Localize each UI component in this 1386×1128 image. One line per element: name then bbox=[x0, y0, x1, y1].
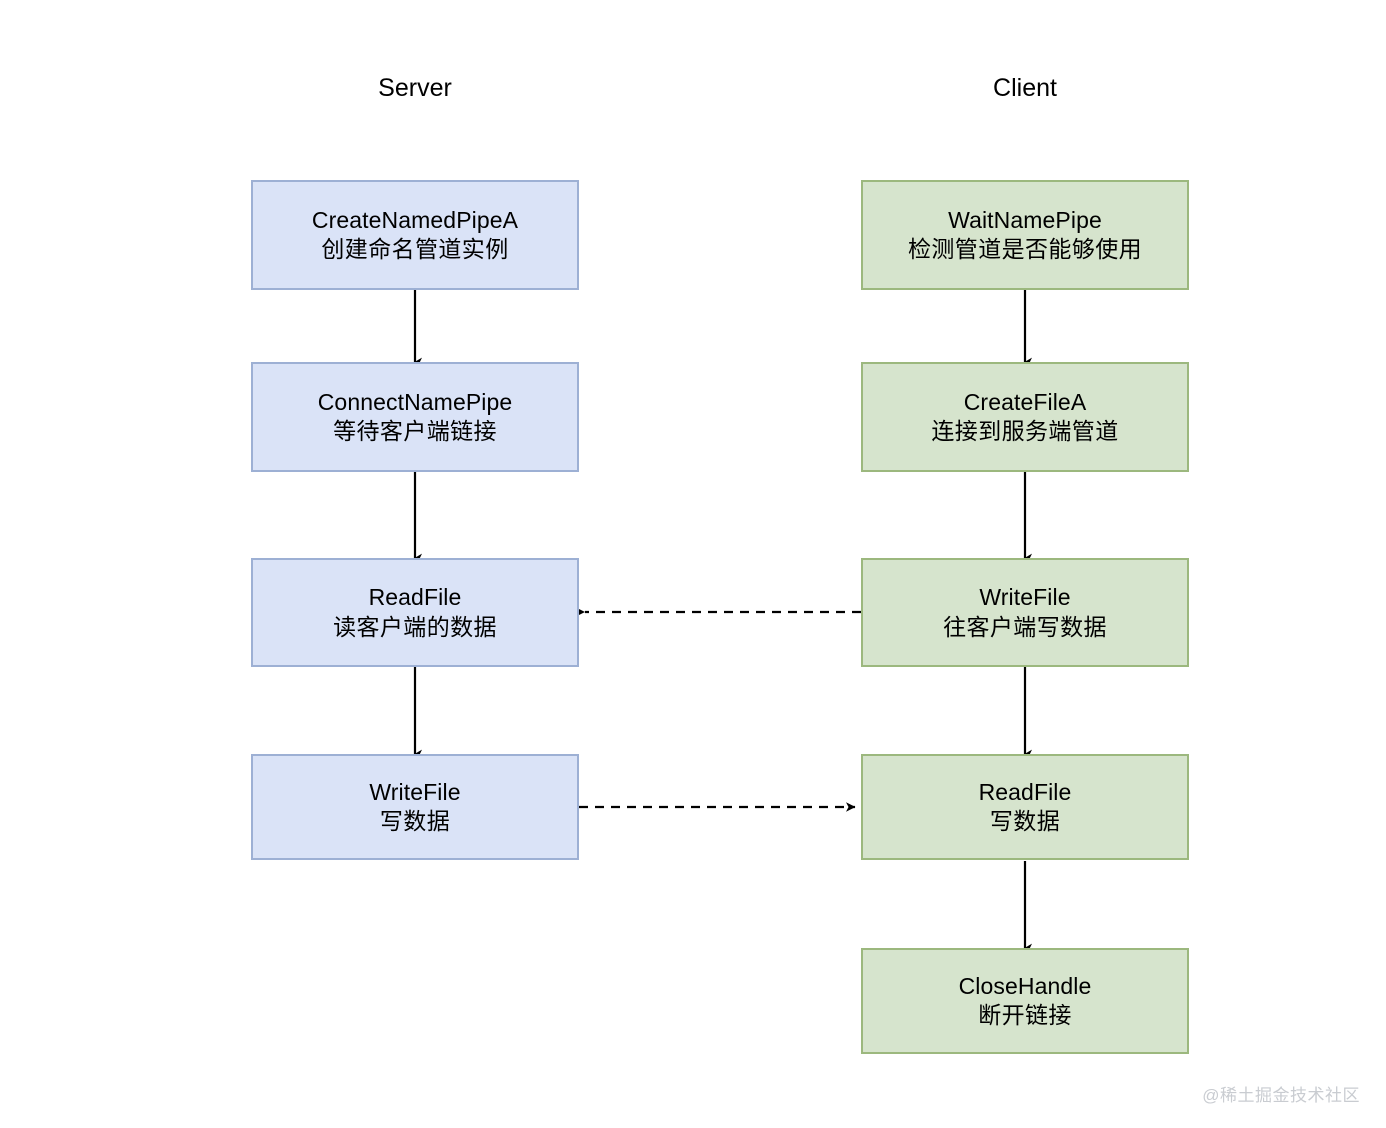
node-client-close-handle[interactable]: CloseHandle 断开链接 bbox=[861, 948, 1189, 1054]
node-function-name: ReadFile bbox=[978, 778, 1072, 805]
node-function-name: CreateFileA bbox=[963, 388, 1087, 415]
node-function-name: WriteFile bbox=[369, 778, 461, 805]
watermark: @稀土掘金技术社区 bbox=[1202, 1086, 1360, 1105]
node-function-name: ReadFile bbox=[368, 584, 462, 611]
node-description: 检测管道是否能够使用 bbox=[908, 236, 1142, 262]
node-server-write-file[interactable]: WriteFile 写数据 bbox=[251, 754, 579, 860]
node-function-name: WaitNamePipe bbox=[948, 206, 1102, 233]
node-server-create-named-pipe[interactable]: CreateNamedPipeA 创建命名管道实例 bbox=[251, 180, 579, 290]
node-description: 断开链接 bbox=[978, 1002, 1072, 1028]
node-function-name: CloseHandle bbox=[958, 972, 1092, 999]
column-title-server: Server bbox=[378, 74, 452, 102]
node-function-name: ConnectNamePipe bbox=[317, 388, 513, 415]
node-client-write-file[interactable]: WriteFile 往客户端写数据 bbox=[861, 558, 1189, 667]
node-client-create-file[interactable]: CreateFileA 连接到服务端管道 bbox=[861, 362, 1189, 472]
column-title-client: Client bbox=[993, 74, 1057, 102]
node-client-wait-name-pipe[interactable]: WaitNamePipe 检测管道是否能够使用 bbox=[861, 180, 1189, 290]
node-description: 连接到服务端管道 bbox=[931, 418, 1119, 444]
node-description: 往客户端写数据 bbox=[943, 613, 1107, 640]
node-description: 等待客户端链接 bbox=[333, 418, 497, 444]
node-client-read-file[interactable]: ReadFile 写数据 bbox=[861, 754, 1189, 860]
node-description: 创建命名管道实例 bbox=[321, 236, 509, 262]
node-description: 写数据 bbox=[989, 808, 1061, 834]
node-server-read-file[interactable]: ReadFile 读客户端的数据 bbox=[251, 558, 579, 667]
node-description: 读客户端的数据 bbox=[333, 613, 497, 640]
node-function-name: WriteFile bbox=[979, 584, 1071, 611]
node-description: 写数据 bbox=[379, 808, 451, 834]
node-function-name: CreateNamedPipeA bbox=[311, 206, 519, 233]
node-server-connect-name-pipe[interactable]: ConnectNamePipe 等待客户端链接 bbox=[251, 362, 579, 472]
